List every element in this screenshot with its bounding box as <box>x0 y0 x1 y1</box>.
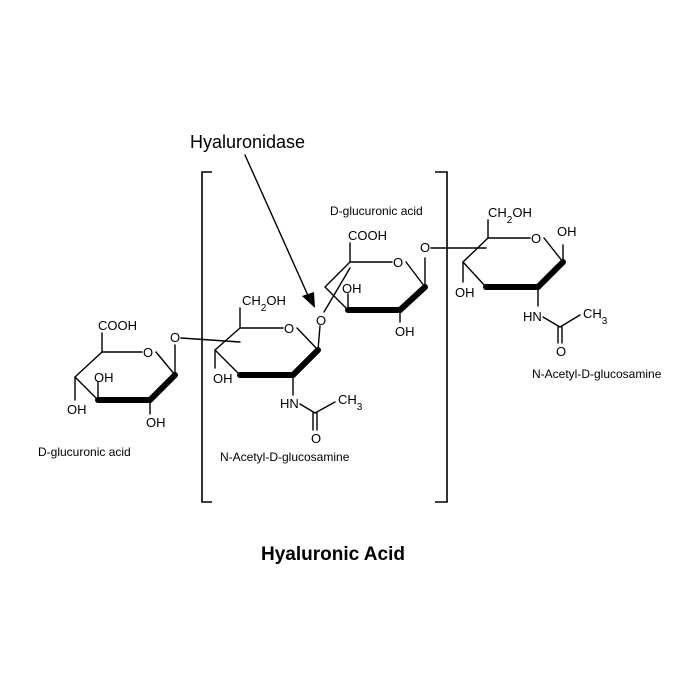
hydroxymethyl-group: CH2OH <box>488 205 532 226</box>
hydroxyl-group: OH <box>146 415 166 430</box>
unit-glucuronic-acid-1: O COOH OH OH OH D-glucuronic acid <box>38 318 178 459</box>
glycosidic-bond <box>317 325 321 351</box>
glycosidic-oxygen: O <box>316 313 326 328</box>
ring-bond-front <box>535 259 566 290</box>
carbonyl-oxygen: O <box>556 344 566 359</box>
amide-nh: HN <box>523 309 542 324</box>
amide-bond <box>299 403 316 414</box>
ring-oxygen: O <box>393 255 403 270</box>
carboxyl-group: COOH <box>98 318 137 333</box>
glycosidic-bond <box>323 267 351 313</box>
ring-bond <box>405 261 426 288</box>
diagram-title: Hyaluronic Acid <box>261 544 405 565</box>
hydroxyl-group: OH <box>557 224 577 239</box>
hydroxymethyl-group: CH2OH <box>242 293 286 314</box>
ring-bond <box>296 327 319 351</box>
repeat-bracket-left <box>201 171 212 503</box>
cleavage-arrow-shaft <box>244 154 311 301</box>
amide-bond <box>542 316 561 328</box>
ring-bond-front <box>290 347 321 378</box>
methyl-group: CH3 <box>338 392 363 413</box>
unit-name-label: N-Acetyl-D-glucosamine <box>532 367 662 381</box>
ring-oxygen: O <box>284 321 294 336</box>
cleavage-arrow-head <box>302 292 315 308</box>
glycosidic-bond <box>180 337 241 343</box>
unit-n-acetyl-glucosamine-1: O CH2OH OH HN CH3 O N-Acetyl-D-glucosami… <box>213 293 363 464</box>
ring-bond <box>462 237 489 288</box>
ring-bond <box>324 261 351 311</box>
unit-name-label: D-glucuronic acid <box>330 204 423 218</box>
carbonyl-oxygen: O <box>311 431 321 446</box>
enzyme-label: Hyaluronidase <box>190 132 305 152</box>
hydroxyl-group: OH <box>342 281 362 296</box>
amide-nh: HN <box>280 396 299 411</box>
unit-name-label: N-Acetyl-D-glucosamine <box>220 450 350 464</box>
glycosidic-oxygen: O <box>420 240 430 255</box>
unit-name-label: D-glucuronic acid <box>38 445 131 459</box>
glycosidic-oxygen: O <box>170 330 180 345</box>
unit-glucuronic-acid-2: O COOH OH OH D-glucuronic acid <box>324 204 428 339</box>
ring-bond <box>543 237 564 263</box>
carboxyl-group: COOH <box>348 228 387 243</box>
ring-bond-front <box>397 284 428 313</box>
ring-oxygen: O <box>531 231 541 246</box>
ring-oxygen: O <box>143 345 153 360</box>
hydroxyl-group: OH <box>94 370 114 385</box>
hydroxyl-group: OH <box>213 371 233 386</box>
ring-bond-front <box>147 372 178 403</box>
hydroxyl-group: OH <box>395 324 415 339</box>
repeat-bracket-right <box>435 171 448 503</box>
methyl-group: CH3 <box>583 306 608 327</box>
acetyl-bond <box>314 401 336 414</box>
hydroxyl-group: OH <box>455 285 475 300</box>
ring-bond <box>155 351 176 376</box>
unit-n-acetyl-glucosamine-2: O CH2OH OH OH HN CH3 O N-Acetyl-D-glucos… <box>455 205 662 381</box>
ring-bond <box>214 327 241 376</box>
acetyl-bond <box>559 314 581 328</box>
hydroxyl-group: OH <box>67 402 87 417</box>
